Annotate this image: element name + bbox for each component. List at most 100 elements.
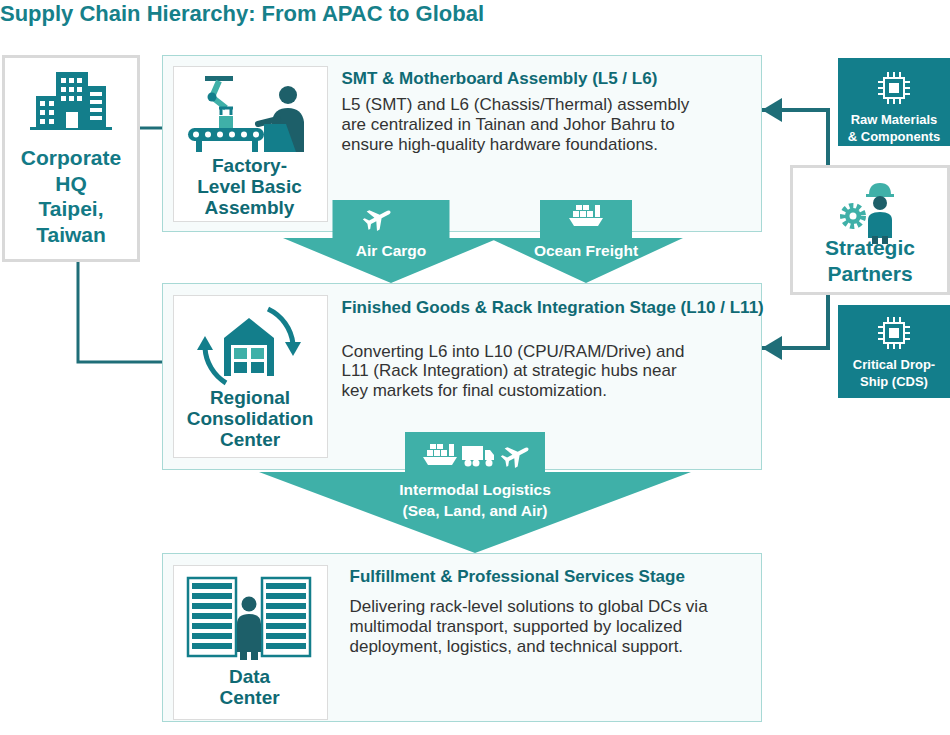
node-label: Critical Drop-Ship (CDS) (846, 356, 942, 390)
supply-box: Raw Materials & Components (838, 58, 950, 146)
building-icon (90, 116, 102, 120)
stage-description: Converting L6 into L10 (CPU/RAM/Drive) a… (342, 342, 702, 401)
factory-icon (193, 132, 259, 138)
factory-icon (208, 93, 217, 102)
server-rack-icon (237, 614, 261, 652)
warehouse-icon (197, 336, 213, 350)
building-icon (49, 101, 54, 106)
transport-label: Air Cargo (321, 242, 461, 260)
partner-icon (868, 212, 892, 238)
node-label: Factory-Level Basic Assembly (191, 155, 309, 218)
chip-icon (884, 323, 904, 343)
ship-icon (427, 450, 433, 456)
factory-icon (272, 108, 304, 152)
truck-icon (473, 460, 480, 467)
factory-icon (229, 132, 235, 138)
partner-icon (873, 196, 887, 210)
node-label: Corporate HQ Taipei, Taiwan (20, 145, 122, 247)
truck-icon (462, 446, 494, 467)
warehouse-icon (231, 345, 267, 376)
factory-icon (264, 124, 296, 152)
node-label: Regional Consolidation Center (175, 387, 326, 450)
chip-icon (889, 328, 899, 338)
factory-icon (241, 132, 247, 138)
plane-icon (498, 439, 533, 472)
icon-box: Factory-Level Basic Assembly (173, 66, 328, 222)
building-icon (77, 78, 82, 83)
ship-icon (576, 205, 582, 210)
stage-box: Fulfillment & Professional Services Stag… (162, 553, 762, 722)
connector-line (762, 295, 828, 348)
truck-icon (465, 460, 472, 467)
server-rack-icon (266, 583, 306, 589)
transport-label: Intermodal Logistics (Sea, Land, and Air… (386, 479, 564, 521)
server-rack-icon (192, 583, 306, 649)
warehouse-icon (285, 342, 301, 356)
server-rack-icon (266, 623, 306, 629)
partner-icon (869, 183, 891, 195)
server-rack-icon (192, 643, 232, 649)
server-rack-icon (266, 593, 306, 599)
ship-icon (580, 211, 586, 217)
building-icon (69, 78, 74, 83)
truck-icon (462, 446, 483, 460)
stage-box: Finished Goods & Rack Integration Stage … (162, 283, 762, 470)
factory-icon (193, 132, 199, 138)
ship-icon (423, 457, 457, 465)
node-label: Strategic Partners (796, 235, 944, 287)
ship-icon (449, 444, 454, 456)
ship-icon (437, 444, 443, 449)
warehouse-icon (251, 348, 264, 359)
factory-icon (258, 119, 278, 124)
warehouse-icon (234, 362, 247, 373)
server-rack-icon (251, 650, 258, 660)
flow-arrow (283, 200, 499, 283)
partner-icon (866, 194, 894, 197)
stage-description: L5 (SMT) and L6 (Chassis/Thermal) assemb… (342, 95, 704, 155)
ship-icon (583, 205, 589, 210)
flow-arrow (259, 432, 691, 553)
icon-box: Data Center (173, 565, 328, 720)
hq-box: Corporate HQ Taipei, Taiwan (2, 55, 140, 262)
building-icon (66, 112, 78, 128)
partner-box: Strategic Partners (790, 165, 950, 295)
server-rack-icon (266, 613, 306, 619)
factory-icon (205, 132, 211, 138)
building-icon (36, 96, 58, 129)
ship-icon (573, 211, 579, 217)
server-rack-icon (266, 603, 306, 609)
ship-icon (595, 205, 600, 217)
server-rack-icon (240, 650, 247, 660)
server-rack-icon (188, 578, 236, 656)
building-icon (90, 100, 102, 104)
icon-box: Regional Consolidation Center (173, 295, 328, 458)
building-icon (77, 87, 82, 92)
factory-icon (219, 108, 233, 115)
building-icon (49, 110, 54, 115)
chip-icon (878, 72, 910, 104)
ship-icon (430, 444, 436, 449)
ship-icon (441, 450, 447, 456)
transport-label: Ocean Freight (516, 242, 656, 260)
chip-icon (884, 78, 904, 98)
factory-icon (219, 116, 233, 128)
chip-icon (878, 317, 910, 349)
server-rack-icon (192, 633, 232, 639)
stage-heading: Finished Goods & Rack Integration Stage … (342, 298, 757, 318)
building-icon (61, 78, 66, 83)
connector-line (762, 110, 828, 165)
chip-icon (878, 72, 910, 104)
server-rack-icon (192, 603, 232, 609)
partner-icon (843, 183, 894, 244)
stage-heading: SMT & Motherboard Assembly (L5 / L6) (342, 69, 757, 89)
warehouse-icon (205, 348, 226, 383)
factory-icon (217, 132, 223, 138)
truck-icon (486, 460, 493, 467)
building-icon (30, 127, 112, 130)
building-icon (30, 72, 112, 130)
flow-arrow (489, 200, 683, 283)
plane-icon (498, 439, 533, 472)
node-label: Raw Materials & Components (846, 111, 942, 145)
